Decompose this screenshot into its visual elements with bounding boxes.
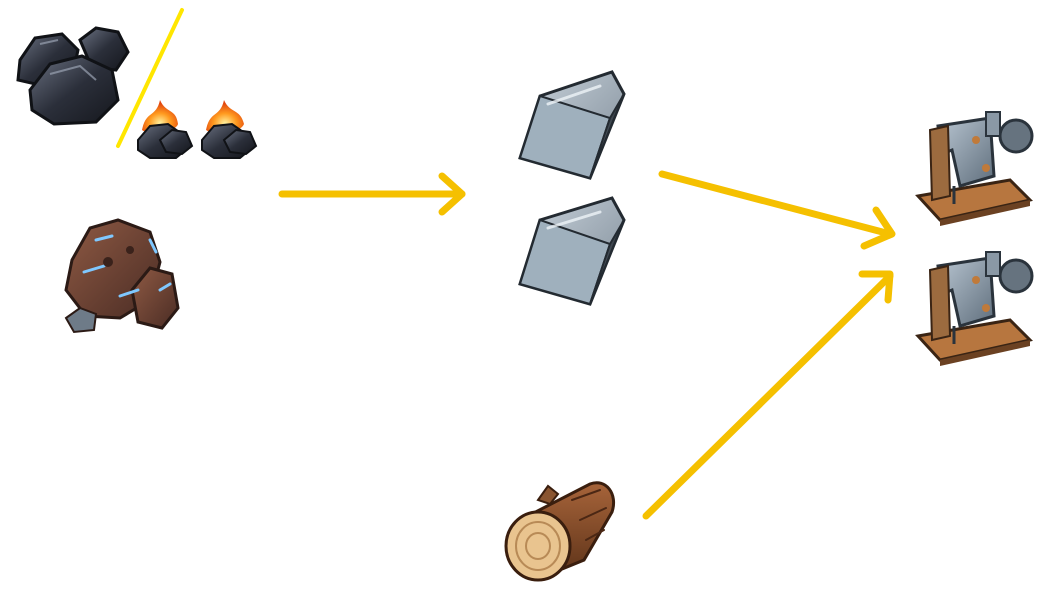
arrow-to-ingot [278,172,466,216]
wood-log-icon [504,481,615,582]
coal-icon [16,26,130,126]
burning-coal-icon [201,100,258,159]
divider-line [116,8,184,148]
iron-ore-icon [64,218,180,334]
iron-ingot-icon [518,70,626,180]
burning-coal-icon [137,100,194,159]
iron-ingot-icon [518,196,626,306]
sewing-machine-icon [915,111,1034,226]
sewing-machine-icon [915,251,1034,366]
arrow-log-to-machine [642,270,894,520]
arrow-ingot-to-machine [658,170,896,250]
